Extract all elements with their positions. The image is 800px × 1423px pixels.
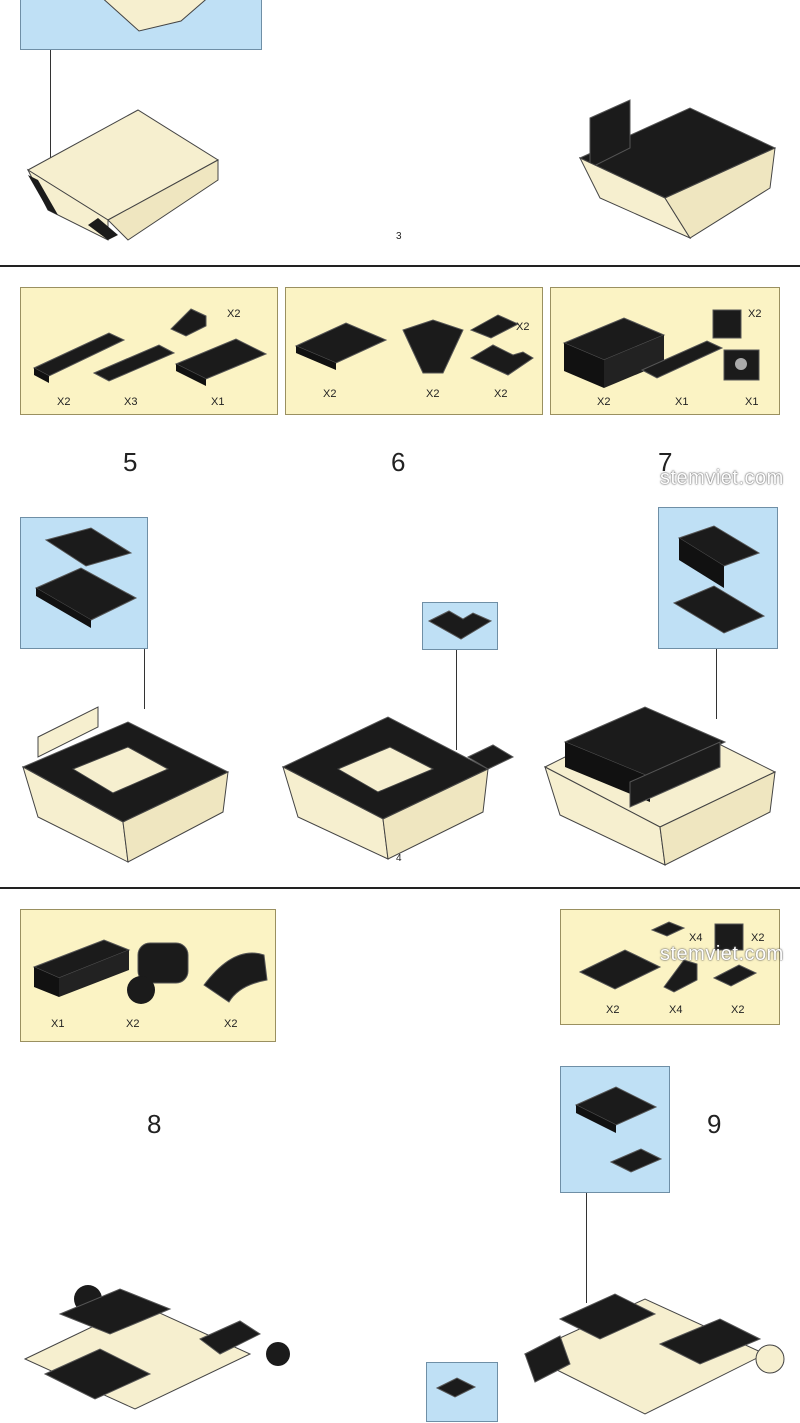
- part-quantity: X2: [224, 1018, 238, 1030]
- sub-assembly-bricks: [34, 527, 138, 628]
- sub-assembly-brick: [103, 0, 206, 32]
- part-quantity: X2: [516, 321, 530, 333]
- brick-plate-1x3-icon: [92, 344, 176, 382]
- watermark: stemviet.com: [660, 467, 784, 489]
- step-number: 9: [707, 1109, 722, 1139]
- base-model-step3: [26, 109, 219, 241]
- model-step7: [543, 706, 777, 866]
- page-divider: [0, 265, 800, 267]
- part-quantity: X1: [675, 396, 689, 408]
- brick-plate-1x4-icon: [640, 340, 724, 379]
- sub-assembly-bricks: [574, 1086, 663, 1173]
- part-quantity: X2: [751, 932, 765, 944]
- brick-1x1-icon: [712, 309, 742, 339]
- part-quantity: X2: [748, 308, 762, 320]
- part-quantity: X2: [426, 388, 440, 400]
- sub-assembly-bricks: [672, 525, 766, 634]
- small-plate-brick: [435, 1377, 477, 1398]
- instruction-page-3: 3: [0, 0, 800, 265]
- parts-list-step6: X2 X2 X2 X2: [285, 287, 543, 415]
- brick-curved-slope-icon: [203, 952, 268, 1003]
- model-step6: [281, 716, 515, 860]
- assembly-arrow: [586, 1193, 587, 1303]
- page-number: 3: [396, 231, 402, 242]
- parts-list-step8: X1 X2 X2: [20, 909, 276, 1042]
- sub-assembly-inset-step7: [658, 507, 778, 649]
- brick-slope-icon: [663, 959, 698, 993]
- part-quantity: X2: [597, 396, 611, 408]
- step-number: 7: [658, 447, 673, 477]
- assembly-arrow: [50, 50, 51, 185]
- part-quantity: X4: [669, 1004, 683, 1016]
- part-quantity: X2: [731, 1004, 745, 1016]
- parts-list-step9: X4 X2 X2 X4 X2: [560, 909, 780, 1025]
- part-quantity: X2: [126, 1018, 140, 1030]
- page-number: 4: [396, 853, 402, 864]
- part-quantity: X2: [227, 308, 241, 320]
- sub-assembly-inset-lower: [426, 1362, 498, 1422]
- instruction-page-5: X1 X2 X2 X4 X2 X2 X4 X2 stemviet.com 8 9: [0, 889, 800, 1422]
- sub-assembly-inset-step5: [20, 517, 148, 649]
- model-step9: [523, 1293, 785, 1415]
- part-quantity: X1: [745, 396, 759, 408]
- part-quantity: X1: [51, 1018, 65, 1030]
- part-quantity: X2: [323, 388, 337, 400]
- part-quantity: X4: [689, 932, 703, 944]
- brick-round-wheel-icon: [127, 942, 189, 1004]
- part-quantity: X2: [606, 1004, 620, 1016]
- model-step8: [23, 1285, 290, 1410]
- step-number: 5: [123, 447, 138, 477]
- parts-list-step5: X2 X2 X3 X1: [20, 287, 278, 415]
- brick-corner-plate-icon: [469, 344, 534, 376]
- assembly-arrow: [144, 649, 145, 709]
- assembly-arrow: [456, 650, 457, 750]
- part-quantity: X1: [211, 396, 225, 408]
- page-divider: [0, 887, 800, 889]
- watermark: stemviet.com: [660, 943, 784, 965]
- brick-1x1-round-icon: [714, 923, 744, 951]
- step-number: 8: [147, 1109, 162, 1139]
- part-quantity: X3: [124, 396, 138, 408]
- parts-list-step7: X2 X2 X1 X1: [550, 287, 780, 415]
- step-number: 6: [391, 447, 406, 477]
- brick-plate-2x3-icon: [578, 949, 662, 990]
- brick-plate-1x2-icon: [469, 314, 520, 339]
- sub-assembly-inset-step9: [560, 1066, 670, 1193]
- brick-bracket-icon: [723, 349, 760, 381]
- brick-2x4-icon: [562, 317, 666, 388]
- sub-assembly-inset-step6: [422, 602, 498, 650]
- brick-slope-icon: [170, 308, 207, 337]
- brick-inverted-slope-icon: [402, 319, 464, 374]
- brick-plate-1x1-icon: [650, 921, 686, 937]
- corner-plate-brick: [427, 610, 493, 640]
- sub-assembly-inset: [20, 0, 262, 50]
- instruction-page-4: X2 X2 X3 X1 X2 X2 X2 X2: [0, 267, 800, 887]
- brick-1x4-icon: [32, 939, 131, 997]
- brick-plate-1x4-icon: [32, 332, 126, 383]
- brick-plate-2x4-icon: [174, 338, 268, 386]
- assembly-arrow: [716, 649, 717, 719]
- part-quantity: X2: [494, 388, 508, 400]
- completed-model-step3: [578, 99, 777, 240]
- part-quantity: X2: [57, 396, 71, 408]
- brick-plate-1x2-icon: [712, 964, 758, 987]
- brick-plate-2x3-icon: [294, 322, 388, 370]
- model-step5: [21, 706, 230, 863]
